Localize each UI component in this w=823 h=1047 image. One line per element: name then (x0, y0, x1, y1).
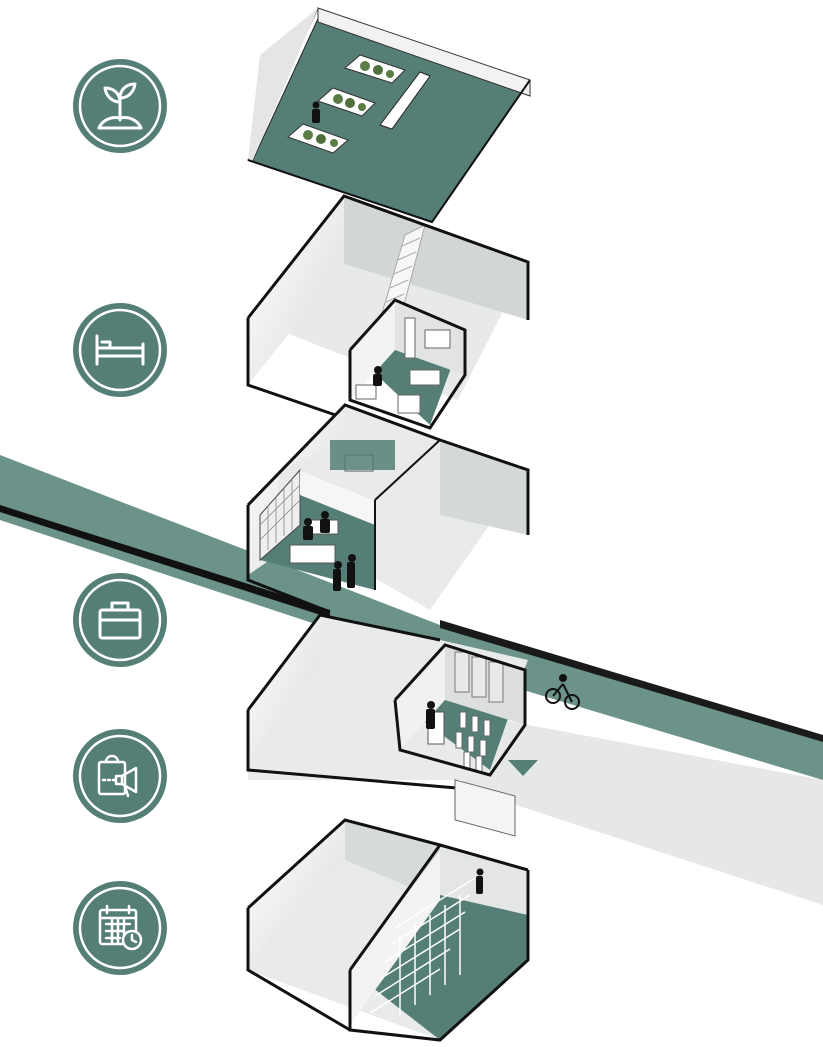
bed-icon (72, 302, 168, 398)
shopping-bag-megaphone-icon (72, 728, 168, 824)
calendar-clock-icon (72, 880, 168, 976)
level-events (248, 780, 528, 1040)
person-silhouette (312, 102, 320, 124)
briefcase-icon (72, 572, 168, 668)
level-retail (248, 615, 579, 790)
sprout-icon (72, 58, 168, 154)
level-roof-garden (248, 8, 530, 222)
level-living (248, 196, 528, 428)
